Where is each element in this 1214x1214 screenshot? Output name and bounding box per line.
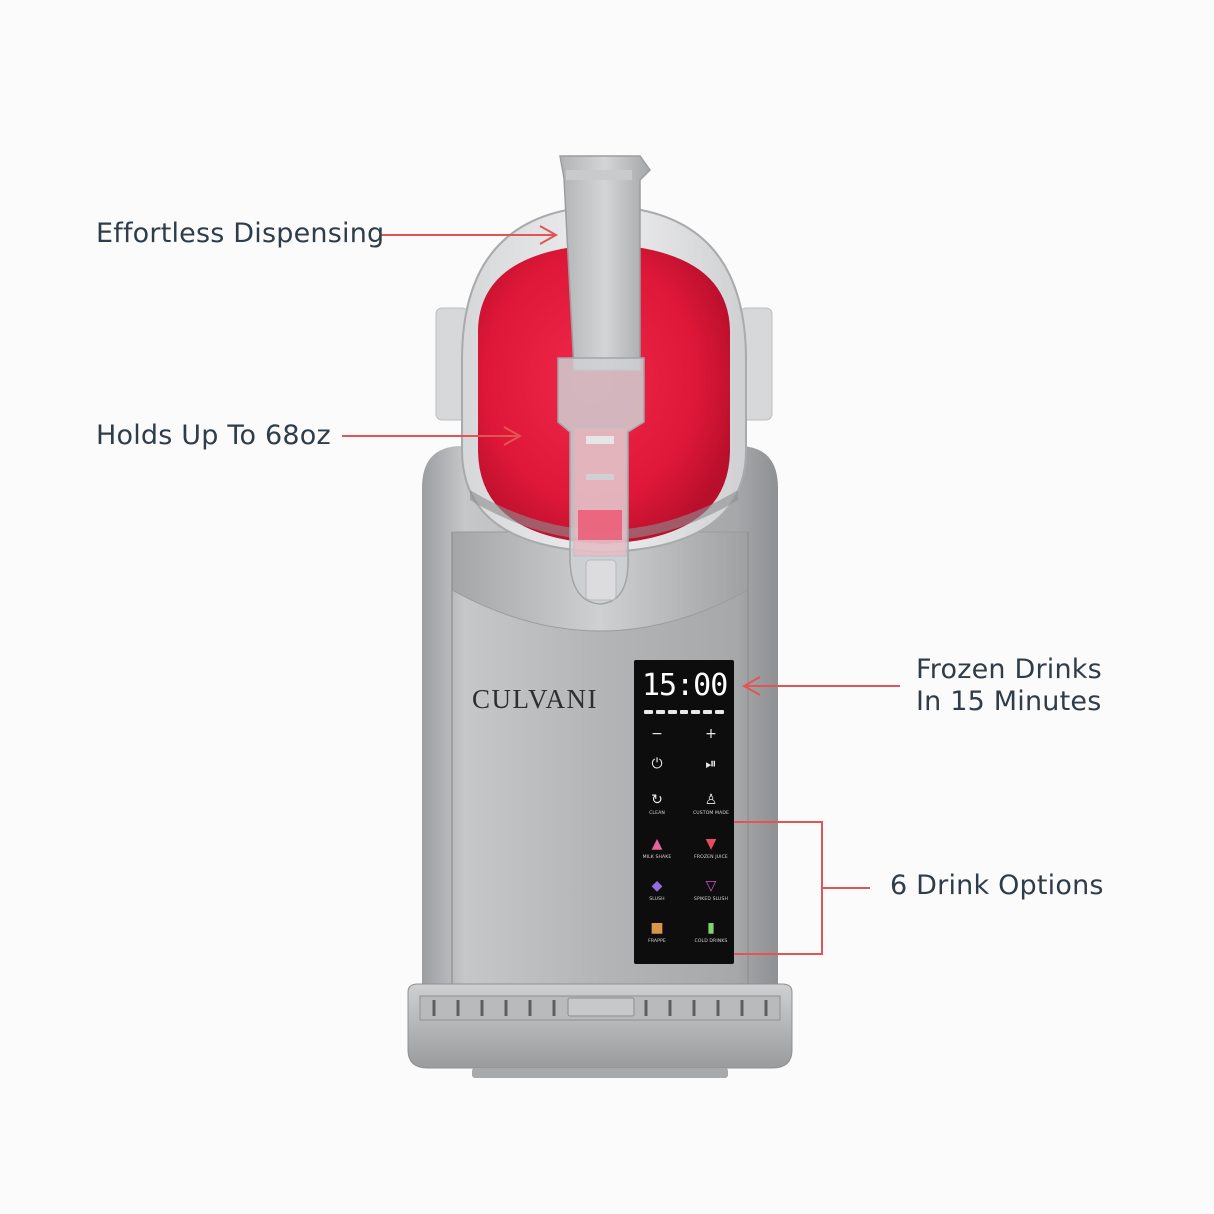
spiked-slush-label: SPIKED SLUSH xyxy=(693,897,729,902)
milk-shake-icon: ▲ xyxy=(651,836,663,852)
minus-button[interactable]: − xyxy=(634,726,680,742)
milk-shake-label: MILK SHAKE xyxy=(642,855,672,860)
power-button[interactable]: ⏻ xyxy=(634,756,680,772)
play-pause-icon: ⏯ xyxy=(705,756,717,772)
plus-button[interactable]: + xyxy=(688,726,734,742)
spiked-slush-button[interactable]: ▽ SPIKED SLUSH xyxy=(688,878,734,903)
cold-drink-icon: ▮ xyxy=(707,920,715,936)
callout-frozen-line1: Frozen Drinks xyxy=(916,654,1102,685)
slush-label: SLUSH xyxy=(649,897,665,902)
callout-frozen-drinks: Frozen Drinks In 15 Minutes xyxy=(916,654,1102,718)
user-icon: ♙ xyxy=(704,792,718,808)
play-pause-button[interactable]: ⏯ xyxy=(688,756,734,772)
slush-button[interactable]: ◆ SLUSH xyxy=(634,878,680,903)
control-panel: 15:00 − + ⏻ ⏯ ↻ CLEAN ♙ CUSTOM MADE ▲ MI… xyxy=(634,660,734,964)
minus-icon: − xyxy=(651,726,663,742)
frozen-juice-button[interactable]: ▼ FROZEN JUICE xyxy=(688,836,734,861)
custom-made-label: CUSTOM MADE xyxy=(693,811,729,816)
frappe-label: FRAPPE xyxy=(648,939,666,944)
callout-arrows xyxy=(342,225,900,955)
clean-button[interactable]: ↻ CLEAN xyxy=(634,792,680,817)
frappe-button[interactable]: ■ FRAPPE xyxy=(634,920,680,945)
clean-label: CLEAN xyxy=(649,811,665,816)
power-icon: ⏻ xyxy=(651,756,663,772)
frozen-juice-label: FROZEN JUICE xyxy=(694,855,728,860)
cold-drinks-label: COLD DRINKS xyxy=(694,939,728,944)
callout-capacity: Holds Up To 68oz xyxy=(96,420,331,451)
timer-display: 15:00 xyxy=(642,668,728,703)
frappe-icon: ■ xyxy=(650,920,664,936)
callout-effortless-dispensing: Effortless Dispensing xyxy=(96,218,385,249)
brand-logo: CULVANI xyxy=(472,684,599,714)
frozen-juice-icon: ▼ xyxy=(705,836,717,852)
plus-icon: + xyxy=(705,726,717,742)
callout-frozen-line2: In 15 Minutes xyxy=(916,686,1102,717)
cocktail-icon: ▽ xyxy=(705,878,717,894)
milk-shake-button[interactable]: ▲ MILK SHAKE xyxy=(634,836,680,861)
callout-drink-options: 6 Drink Options xyxy=(890,870,1104,901)
slush-icon: ◆ xyxy=(651,878,663,894)
custom-made-button[interactable]: ♙ CUSTOM MADE xyxy=(688,792,734,817)
progress-dashes xyxy=(644,710,725,714)
clean-icon: ↻ xyxy=(651,792,663,808)
dispensing-handle xyxy=(559,155,651,371)
cold-drinks-button[interactable]: ▮ COLD DRINKS xyxy=(688,920,734,945)
